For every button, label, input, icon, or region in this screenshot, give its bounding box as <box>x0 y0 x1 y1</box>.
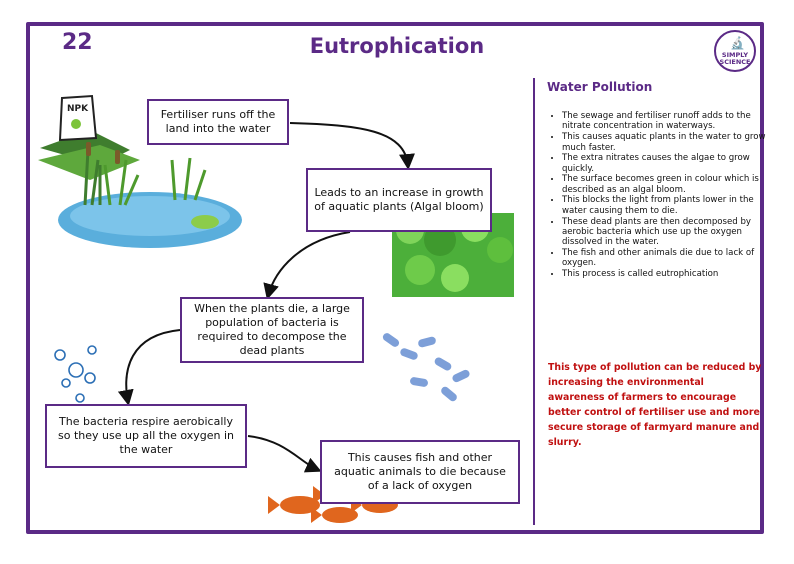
column-divider <box>533 78 535 525</box>
flow-step-3: When the plants die, a large population … <box>180 297 364 363</box>
flow-step-1: Fertiliser runs off the land into the wa… <box>147 99 289 145</box>
bullet-list: The sewage and fertiliser runoff adds to… <box>548 111 777 280</box>
pollution-reduction-note: This type of pollution can be reduced by… <box>548 362 762 448</box>
fertiliser-bag-icon: NPK <box>58 94 98 142</box>
bacteria-icon <box>382 333 470 402</box>
list-item: This causes aquatic plants in the water … <box>562 132 777 153</box>
list-item: These dead plants are then decomposed by… <box>562 217 777 248</box>
list-item: The fish and other animals die due to la… <box>562 248 777 269</box>
pond-illustration-icon <box>38 130 242 248</box>
sidebar-title: Water Pollution <box>547 80 653 94</box>
microscope-icon: 🔬 <box>730 36 745 50</box>
npk-label: NPK <box>67 104 89 114</box>
worksheet-number: 22 <box>62 30 93 55</box>
flow-step-5: This causes fish and other aquatic anima… <box>320 440 520 504</box>
flow-arrows <box>117 122 415 473</box>
list-item: This blocks the light from plants lower … <box>562 195 777 216</box>
list-item: The sewage and fertiliser runoff adds to… <box>562 111 777 132</box>
page-title: Eutrophication <box>309 34 485 58</box>
list-item: The extra nitrates causes the algae to g… <box>562 153 777 174</box>
flow-step-2: Leads to an increase in growth of aquati… <box>306 168 492 232</box>
list-item: This process is called eutrophication <box>562 269 777 279</box>
bubbles-icon <box>54 345 97 403</box>
logo-line2: SCIENCE <box>719 58 751 66</box>
page-frame <box>26 22 764 534</box>
logo-line1: SIMPLY <box>721 51 749 59</box>
list-item: The surface becomes green in colour whic… <box>562 174 777 195</box>
simply-science-logo: 🔬 SIMPLY SCIENCE <box>714 30 756 72</box>
flow-step-4: The bacteria respire aerobically so they… <box>45 404 247 468</box>
